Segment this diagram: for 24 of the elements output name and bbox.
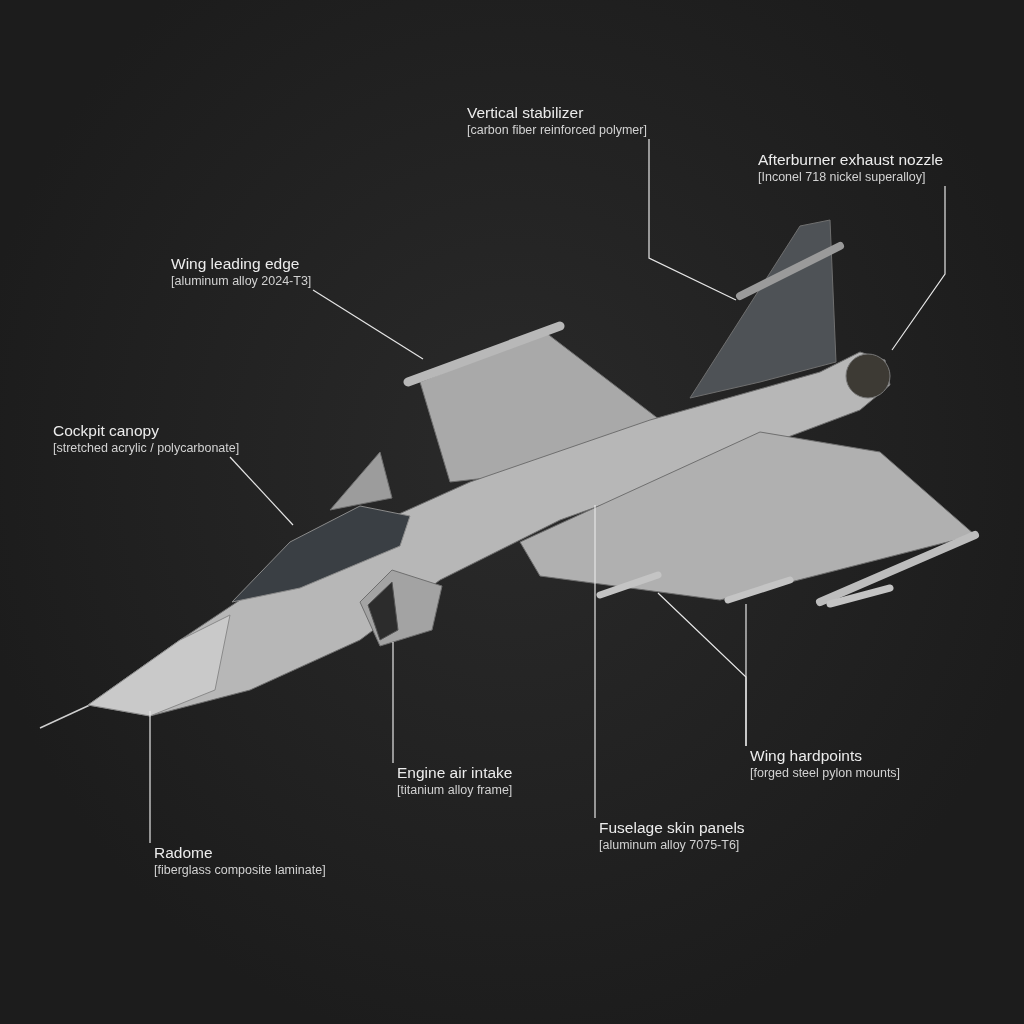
part-name: Vertical stabilizer <box>467 103 584 122</box>
leader-line <box>657 592 747 747</box>
part-name: Afterburner exhaust nozzle <box>758 150 944 169</box>
leader-line <box>891 185 946 351</box>
material-spec: [stretched acrylic / polycarbonate] <box>53 440 240 457</box>
leader-line <box>229 456 294 526</box>
material-spec: [carbon fiber reinforced polymer] <box>467 122 647 139</box>
leader-line <box>149 710 151 844</box>
part-name: Fuselage skin panels <box>599 818 745 837</box>
leader-line <box>392 641 394 764</box>
part-name: Wing hardpoints <box>750 746 862 765</box>
material-spec: [aluminum alloy 7075-T6] <box>599 837 740 854</box>
material-spec: [titanium alloy frame] <box>397 782 513 799</box>
part-name: Wing leading edge <box>171 254 300 273</box>
leader-line <box>312 289 424 360</box>
leader-line <box>648 138 737 301</box>
part-name: Cockpit canopy <box>53 421 159 440</box>
material-spec: [aluminum alloy 2024-T3] <box>171 273 312 290</box>
part-name: Engine air intake <box>397 763 513 782</box>
material-spec: [forged steel pylon mounts] <box>750 765 901 782</box>
material-spec: [Inconel 718 nickel superalloy] <box>758 169 926 186</box>
leader-line <box>594 504 596 819</box>
part-name: Radome <box>154 843 213 862</box>
material-spec: [fiberglass composite laminate] <box>154 862 326 879</box>
